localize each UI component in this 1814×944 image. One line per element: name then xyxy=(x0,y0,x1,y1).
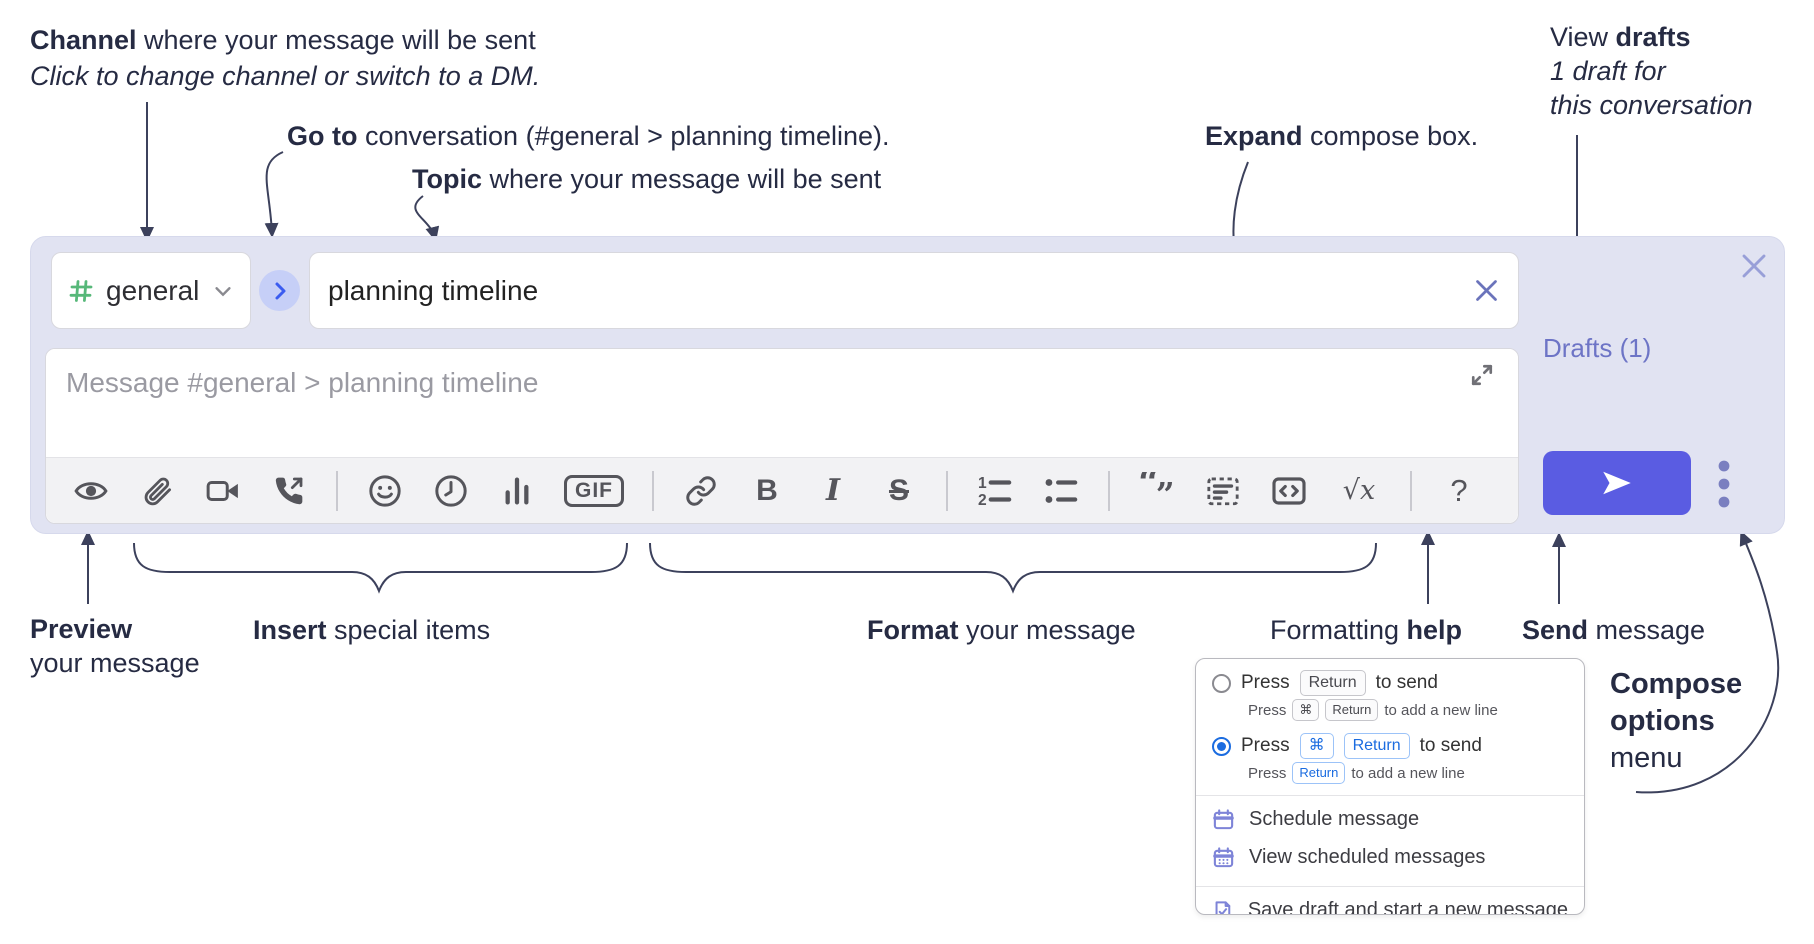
option-return-to-send[interactable]: Press Return to send xyxy=(1196,668,1584,698)
option-return-to-send-hint: Press ⌘ Return to add a new line xyxy=(1196,698,1584,722)
poll-icon[interactable] xyxy=(498,471,536,511)
formatting-help-annotation: Formatting help xyxy=(1270,615,1463,645)
svg-text:2: 2 xyxy=(978,492,987,508)
global-time-icon[interactable] xyxy=(432,471,470,511)
toolbar-divider xyxy=(946,470,948,511)
spoiler-icon[interactable] xyxy=(1204,471,1242,511)
channel-hash-icon xyxy=(69,279,93,302)
popup-divider xyxy=(1196,795,1584,796)
compose-toolbar: GIF B I S 1 2 xyxy=(46,457,1518,523)
toolbar-divider xyxy=(336,470,338,511)
calendar-clock-icon xyxy=(1213,846,1234,867)
brace-insert xyxy=(133,542,628,594)
radio-unchecked-icon[interactable] xyxy=(1212,673,1231,693)
bulleted-list-icon[interactable] xyxy=(1042,471,1080,511)
channel-annotation-rest: where your message will be sent xyxy=(136,25,536,55)
clear-topic-icon[interactable] xyxy=(1473,277,1500,304)
channel-annotation-italic: Click to change channel or switch to a D… xyxy=(30,61,541,91)
emoji-icon[interactable] xyxy=(366,471,404,511)
kbd-return: Return xyxy=(1325,699,1379,721)
video-call-icon[interactable] xyxy=(204,471,242,511)
drafts-link[interactable]: Drafts (1) xyxy=(1543,333,1652,363)
go-to-conversation-button[interactable] xyxy=(259,270,300,311)
topic-input[interactable] xyxy=(328,274,1473,307)
message-box: GIF B I S 1 2 xyxy=(45,348,1519,524)
brace-format xyxy=(649,542,1377,594)
connector-goto xyxy=(264,151,284,238)
channel-annotation: Channel where your message will be sent … xyxy=(30,22,540,94)
draft-check-icon xyxy=(1215,900,1231,914)
send-icon xyxy=(1603,471,1631,495)
chevron-down-icon xyxy=(215,286,231,296)
insert-annotation: Insert special items xyxy=(253,615,491,645)
kbd-return: Return xyxy=(1343,733,1410,759)
send-button[interactable] xyxy=(1543,451,1691,515)
channel-name: general xyxy=(106,274,200,306)
compose-options-menu-icon[interactable] xyxy=(1712,459,1736,509)
connector-topic xyxy=(414,195,440,242)
drafts-annotation: View drafts 1 draft for this conversatio… xyxy=(1550,22,1753,120)
toolbar-divider xyxy=(1410,470,1412,511)
svg-text:”: ” xyxy=(1156,475,1175,510)
calendar-icon xyxy=(1213,808,1234,829)
expand-compose-icon[interactable] xyxy=(1468,361,1496,389)
strikethrough-icon[interactable]: S xyxy=(888,473,909,507)
message-formatting-help-icon[interactable]: ? xyxy=(1450,472,1468,508)
chevron-right-icon xyxy=(275,282,285,299)
close-compose-icon[interactable] xyxy=(1739,251,1769,281)
popup-divider xyxy=(1196,886,1584,887)
preview-icon[interactable] xyxy=(72,471,110,511)
menu-item-view-scheduled-messages[interactable]: View scheduled messages xyxy=(1196,838,1584,876)
toolbar-divider xyxy=(1108,470,1110,511)
option-cmd-return-to-send-hint: Press Return to add a new line xyxy=(1196,761,1584,785)
code-icon[interactable] xyxy=(1270,471,1308,511)
bold-icon[interactable]: B xyxy=(756,473,778,507)
preview-annotation: Preview your message xyxy=(30,614,200,678)
quote-icon[interactable]: “ ” xyxy=(1138,471,1176,511)
channel-selector[interactable]: general xyxy=(51,252,251,329)
topic-input-box xyxy=(309,252,1519,329)
voice-call-icon[interactable] xyxy=(270,471,308,511)
link-icon[interactable] xyxy=(682,471,720,511)
format-annotation: Format your message xyxy=(867,615,1136,645)
goto-annotation: Go to conversation (#general > planning … xyxy=(287,121,890,151)
math-icon[interactable]: √x xyxy=(1342,475,1376,506)
kbd-return: Return xyxy=(1299,670,1366,696)
compose-box: general xyxy=(30,236,1785,534)
numbered-list-icon[interactable]: 1 2 xyxy=(976,471,1014,511)
svg-text:“: “ xyxy=(1138,472,1160,505)
message-input[interactable] xyxy=(46,349,1518,459)
expand-annotation: Expand compose box. xyxy=(1205,121,1479,151)
topic-annotation: Topic where your message will be sent xyxy=(412,164,882,194)
compose-options-annotation: Compose options menu xyxy=(1610,668,1743,774)
svg-text:1: 1 xyxy=(978,475,987,492)
kbd-return: Return xyxy=(1292,762,1346,784)
gif-icon[interactable]: GIF xyxy=(564,474,624,507)
attach-file-icon[interactable] xyxy=(138,471,176,511)
toolbar-divider xyxy=(652,470,654,511)
italic-icon[interactable]: I xyxy=(825,473,841,508)
channel-annotation-bold: Channel xyxy=(30,25,137,55)
kbd-cmd: ⌘ xyxy=(1292,699,1320,721)
menu-item-schedule-message[interactable]: Schedule message xyxy=(1196,800,1584,838)
radio-checked-icon[interactable] xyxy=(1212,736,1231,756)
send-options-popup: Press Return to send Press ⌘ Return to a… xyxy=(1195,658,1585,915)
kbd-cmd: ⌘ xyxy=(1299,733,1334,759)
option-cmd-return-to-send[interactable]: Press ⌘ Return to send xyxy=(1196,731,1584,761)
send-annotation: Send message xyxy=(1522,615,1706,645)
menu-item-save-draft[interactable]: Save draft and start a new message xyxy=(1196,891,1584,914)
